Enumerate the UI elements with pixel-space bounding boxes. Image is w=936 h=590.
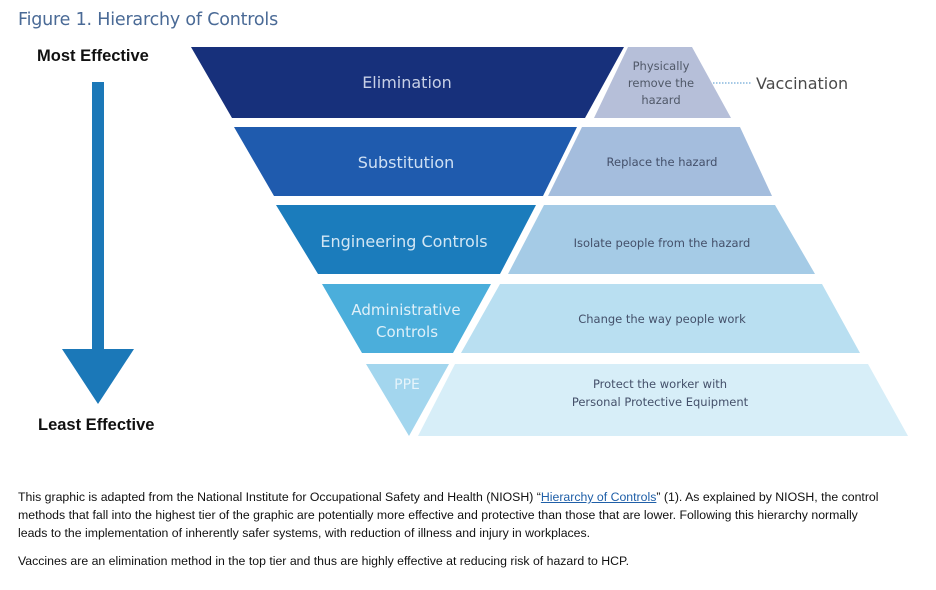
caption-text: This graphic is adapted from the Nationa…	[18, 490, 541, 504]
hierarchy-of-controls-link[interactable]: Hierarchy of Controls	[540, 490, 657, 504]
tier-description-text: hazard	[641, 93, 680, 107]
tier-description-shape	[461, 284, 860, 353]
tier-engineering-controls: Engineering Controls Isolate people from…	[276, 205, 815, 274]
vaccination-annotation: Vaccination	[713, 74, 848, 93]
tier-name-shape	[366, 364, 449, 436]
caption-text: leads to the implementation of inherentl…	[18, 526, 591, 540]
caption-text: ” (1). As explained by NIOSH, the contro…	[656, 490, 879, 504]
tier-name-text: Controls	[376, 323, 438, 341]
tier-substitution: Substitution Replace the hazard	[234, 127, 772, 196]
caption-paragraph-2: Vaccines are an elimination method in th…	[18, 554, 630, 568]
tier-description-shape	[418, 364, 908, 436]
tier-description-text: Protect the worker with	[593, 377, 727, 391]
effectiveness-arrow-icon	[62, 82, 134, 404]
tier-name-shape	[234, 127, 577, 196]
most-effective-label: Most Effective	[37, 47, 149, 65]
tier-description-text: Personal Protective Equipment	[572, 395, 749, 409]
tier-administrative-controls: Administrative Controls Change the way p…	[322, 284, 860, 353]
tier-description-text: Physically	[633, 59, 690, 73]
caption-paragraph-1: This graphic is adapted from the Nationa…	[18, 488, 918, 542]
tier-description-shape	[594, 47, 731, 118]
tier-name-text: Engineering Controls	[320, 232, 487, 251]
tier-description-shape	[508, 205, 815, 274]
tier-name-text: Administrative	[351, 301, 460, 319]
tier-description-shape	[548, 127, 772, 196]
tier-name-shape	[276, 205, 536, 274]
tier-name-text: Elimination	[362, 73, 452, 92]
caption-text: methods that fall into the highest tier …	[18, 508, 858, 522]
tier-name-shape	[322, 284, 491, 353]
tier-name-text: Substitution	[358, 153, 455, 172]
arrow-shaft	[92, 82, 104, 350]
tier-name-shape	[191, 47, 624, 118]
tier-ppe: PPE Protect the worker with Personal Pro…	[366, 364, 908, 436]
tier-description-text: Change the way people work	[578, 312, 746, 326]
hierarchy-diagram: Elimination Physically remove the hazard…	[62, 47, 908, 436]
tier-elimination: Elimination Physically remove the hazard	[191, 47, 731, 118]
figure-title: Figure 1. Hierarchy of Controls	[18, 10, 279, 30]
tier-description-text: Isolate people from the hazard	[574, 236, 751, 250]
tier-description-text: Replace the hazard	[607, 155, 718, 169]
arrow-head	[62, 349, 134, 404]
least-effective-label: Least Effective	[38, 416, 155, 434]
tier-name-text: PPE	[394, 377, 420, 393]
tier-description-text: remove the	[628, 76, 694, 90]
vaccination-label: Vaccination	[756, 74, 848, 93]
